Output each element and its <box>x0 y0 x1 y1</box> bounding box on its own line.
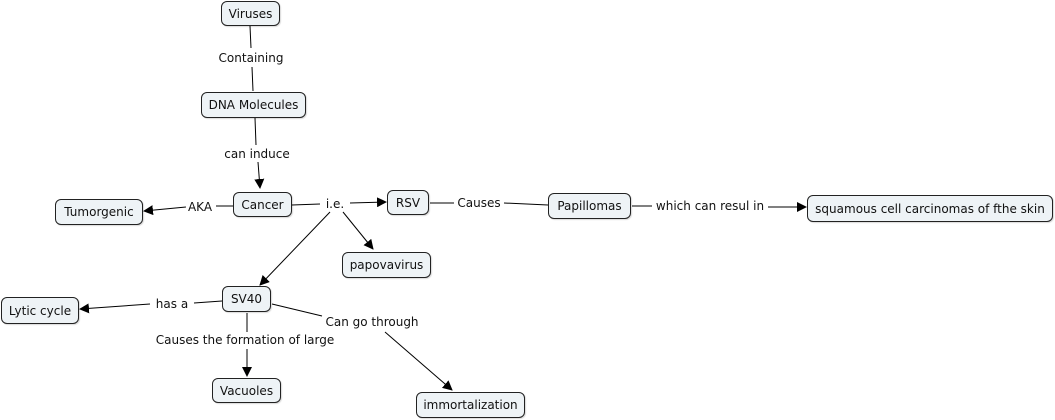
concept-cancer[interactable]: Cancer <box>233 192 292 217</box>
edge-viruses-containing <box>249 25 252 49</box>
concept-papillomas[interactable]: Papillomas <box>548 193 631 219</box>
concept-vacuoles[interactable]: Vacuoles <box>212 378 281 403</box>
concept-dna-molecules[interactable]: DNA Molecules <box>201 92 306 118</box>
link-can-induce[interactable]: can induce <box>222 147 292 161</box>
concept-immortalization[interactable]: immortalization <box>416 392 525 418</box>
concept-sv40[interactable]: SV40 <box>222 286 271 312</box>
edge-cangothrough-immortalization <box>384 331 453 391</box>
edge-ie-rsv <box>349 197 387 208</box>
concept-viruses[interactable]: Viruses <box>221 1 280 26</box>
edge-cancer-ie <box>291 203 321 206</box>
edge-aka-tumorgenic <box>143 205 187 216</box>
edge-ie-papovavirus <box>342 211 374 250</box>
link-can-go-through[interactable]: Can go through <box>323 315 421 329</box>
link-ie[interactable]: i.e. <box>323 197 347 211</box>
link-causes[interactable]: Causes <box>455 196 503 210</box>
concept-papovavirus[interactable]: papovavirus <box>342 252 431 278</box>
concept-squamous-cell-carcinomas[interactable]: squamous cell carcinomas of fthe skin <box>807 195 1053 222</box>
concept-tumorgenic[interactable]: Tumorgenic <box>55 199 143 225</box>
link-which-can-result-in[interactable]: which can resul in <box>653 199 767 213</box>
edge-containing-dna <box>251 66 254 92</box>
link-aka[interactable]: AKA <box>185 200 215 214</box>
edge-causes-papillomas <box>503 202 549 206</box>
edge-ie-sv40 <box>259 211 331 286</box>
link-containing[interactable]: Containing <box>216 51 286 65</box>
edge-dna-caninduce <box>254 117 257 146</box>
edge-caninduce-cancer <box>254 161 265 189</box>
concept-lytic-cycle[interactable]: Lytic cycle <box>1 297 79 324</box>
link-causes-formation[interactable]: Causes the formation of large <box>153 333 337 347</box>
edge-hasa-lytic <box>79 303 151 314</box>
link-has-a[interactable]: has a <box>153 297 191 311</box>
concept-rsv[interactable]: RSV <box>387 190 429 215</box>
edge-sv40-hasa <box>193 300 223 304</box>
edge-sv40-cangothrough <box>271 303 323 317</box>
